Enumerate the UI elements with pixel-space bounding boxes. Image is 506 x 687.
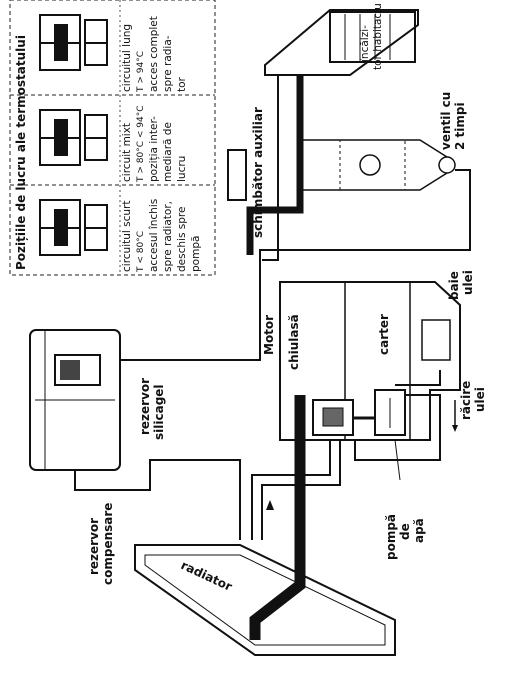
- water-pump-label-1: pompă: [384, 514, 398, 560]
- silicagel-pipe-1: [120, 290, 261, 361]
- position-mixed-name: circuit mixt: [121, 123, 133, 182]
- flow-arrow-up: [266, 500, 274, 510]
- aux-exchanger: schimbător auxiliar: [227, 107, 265, 238]
- position-long-desc-3: tor: [176, 76, 188, 92]
- water-pump-label-2: de: [398, 523, 412, 540]
- thermostat-housing: [312, 399, 375, 436]
- position-long-condition: T > 94°C: [136, 51, 146, 93]
- two-way-valve: ventil cu 2 timpi: [300, 92, 467, 191]
- thermostat-sketch-long: [39, 14, 108, 71]
- cylinder-head-label: chiulasă: [287, 314, 301, 370]
- thermostat-position-long: circuitul lung T > 94°C acces complet sp…: [121, 16, 188, 93]
- heater-supply-pipe: [246, 75, 304, 255]
- aux-exchanger-label: schimbător auxiliar: [251, 107, 265, 238]
- thermostat-position-short: circuitul scurt T < 80°C accesul închis …: [121, 199, 202, 273]
- oil-cooling: răcire ulei: [395, 370, 487, 432]
- heater-label-1: încălzi-: [359, 25, 371, 63]
- compensation-tank-label-2: compensare: [101, 503, 115, 585]
- thermostat-panel-title: Pozițiile de lucru ale termostatului: [14, 35, 28, 270]
- oil-bath-label-2: ulei: [461, 270, 475, 295]
- engine-label: Motor: [262, 315, 276, 355]
- silicagel-label-1: rezervor: [138, 378, 152, 435]
- position-long-name: circuitul lung: [121, 24, 133, 92]
- water-pump-label-3: apă: [412, 518, 426, 543]
- engine-block: Motor chiulasă carter baie ulei: [262, 270, 475, 441]
- thermostat-panel: Pozițiile de lucru ale termostatului cir…: [9, 0, 216, 276]
- position-short-desc-2: spre radiator,: [162, 201, 174, 272]
- oil-cooling-label-1: răcire: [459, 381, 473, 420]
- heater-return-pipe: [262, 75, 279, 261]
- radiator-return-pipe: [251, 440, 331, 540]
- radiator: radiator: [134, 544, 396, 656]
- position-short-desc-3: deschis spre: [176, 207, 188, 272]
- thermostat-sketch-mixed: [39, 109, 108, 166]
- position-mixed-desc-1: poziția inter-: [148, 116, 160, 182]
- cabin-heater: încălzi- tor habitaclu: [264, 3, 419, 76]
- position-long-desc-2: spre radia-: [162, 35, 174, 92]
- oil-cooling-label-2: ulei: [473, 387, 487, 412]
- radiator-return-pipe-inner: [261, 440, 341, 540]
- valve-label-2: 2 timpi: [453, 102, 467, 150]
- thermostat-sketch-short: [39, 199, 108, 256]
- heater-label-2: tor habitaclu: [372, 3, 384, 70]
- crankcase-label: carter: [377, 314, 391, 355]
- silicagel-pipe-2: [74, 459, 241, 540]
- oil-bath-label-1: baie: [447, 271, 461, 300]
- valve-label-1: ventil cu: [439, 92, 453, 150]
- position-short-desc-4: pompă: [190, 236, 202, 272]
- valve-feed-pipe: [259, 169, 471, 290]
- water-pump: pompă de apă: [354, 389, 441, 560]
- position-short-desc-1: accesul închis: [148, 199, 160, 272]
- position-short-condition: T < 80°C: [136, 231, 146, 273]
- silicagel-label-2: silicagel: [152, 384, 166, 440]
- radiator-supply-pipe: [249, 395, 306, 640]
- silicagel-tank: rezervor silicagel: [29, 329, 166, 471]
- position-mixed-desc-3: lucru: [176, 156, 188, 182]
- compensation-tank-label-1: rezervor: [87, 518, 101, 575]
- position-long-desc-1: acces complet: [148, 16, 160, 92]
- position-mixed-desc-2: mediară de: [162, 122, 174, 182]
- position-mixed-condition: T > 80°C < 94°C: [136, 106, 146, 184]
- position-short-name: circuitul scurt: [121, 201, 133, 272]
- thermostat-position-mixed: circuit mixt T > 80°C < 94°C poziția int…: [121, 106, 188, 184]
